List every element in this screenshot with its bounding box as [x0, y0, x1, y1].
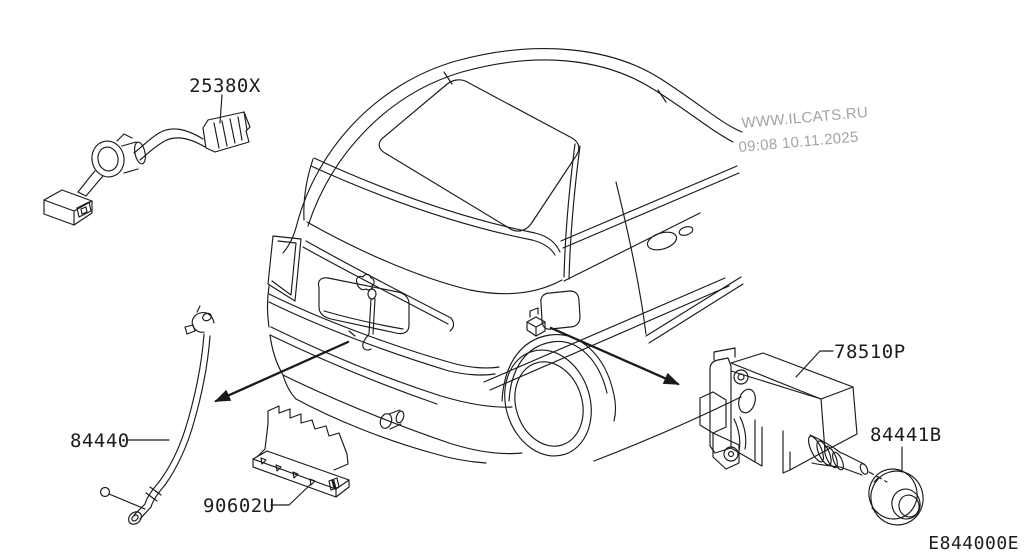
part-label-78510p[interactable]: 78510P: [834, 341, 906, 363]
car-roof-outline: [296, 48, 743, 225]
taillight: [267, 235, 302, 302]
part-label-90602u[interactable]: 90602U: [203, 495, 275, 517]
pointer-arrows: [214, 326, 680, 403]
part-label-84440[interactable]: 84440: [70, 430, 130, 452]
watermark-timestamp: 09:08 10.11.2025: [738, 129, 859, 156]
arrow-to-opener-parts: [214, 340, 350, 403]
part-grommet-84441b: [868, 446, 924, 526]
trunk-lock-rod: [348, 288, 377, 351]
switch-grommet-ring: [91, 140, 125, 178]
watermark: WWW.ILCATS.RU 09:08 10.11.2025: [738, 104, 869, 156]
part-lock-actuator-78510p: [699, 347, 888, 483]
cable-end-pin: [99, 486, 111, 498]
arrow-to-actuator: [549, 326, 680, 386]
door-handle: [646, 231, 678, 251]
fuel-filler-door: [540, 290, 581, 330]
trunk-lock-cylinder: [355, 273, 375, 291]
part-opener-cable-84440: [99, 305, 215, 525]
part-license-lamp-90602u: [252, 405, 350, 506]
part-label-25380x[interactable]: 25380X: [189, 75, 261, 97]
rear-wheel: [504, 349, 592, 457]
leader-line-90602u: [270, 483, 312, 506]
watermark-site: WWW.ILCATS.RU: [741, 104, 869, 132]
license-plate-recess: [317, 277, 410, 335]
part-switch-cable-25380x: [43, 94, 251, 226]
exhaust-tip: [379, 409, 405, 430]
leader-line-78510p: [795, 350, 834, 378]
car-rear-window: [378, 79, 580, 232]
leader-line-25380x: [219, 94, 223, 124]
actuator-rod-dashed-line: [868, 471, 888, 483]
diagram-code: E844000E: [928, 533, 1019, 554]
fuel-door-latch: [526, 307, 546, 337]
car-illustration: [266, 48, 744, 464]
part-label-84441b[interactable]: 84441B: [870, 424, 942, 446]
